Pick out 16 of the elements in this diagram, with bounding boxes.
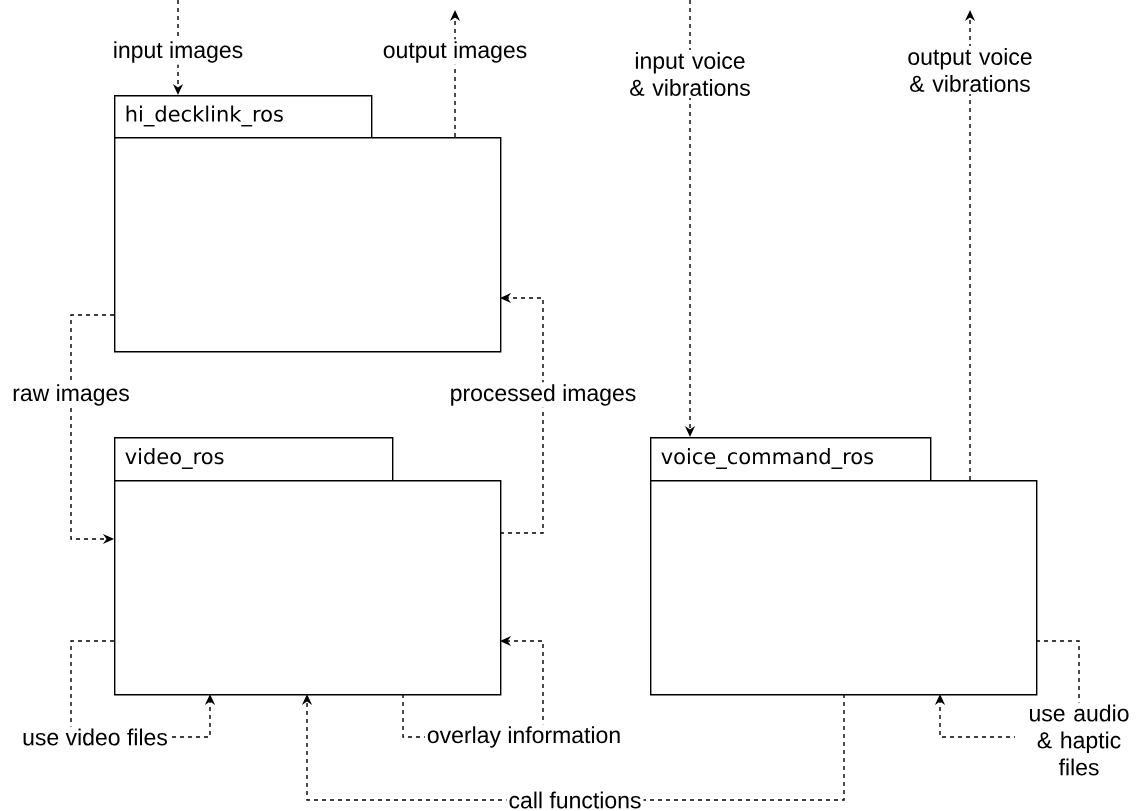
- edge-label: raw images: [10, 382, 132, 408]
- edge-label: input images: [110, 39, 246, 65]
- edge-label: input voice & vibrations: [620, 50, 760, 98]
- edge-label: output voice & vibrations: [896, 46, 1044, 94]
- edge-label: overlay information: [424, 724, 624, 750]
- edge-label: processed images: [447, 382, 639, 408]
- edge-label: use video files: [20, 726, 170, 748]
- edge-label: use audio & haptic files: [1015, 702, 1143, 778]
- edge-label: output images: [380, 39, 530, 65]
- node-label: voice_command_ros: [661, 448, 874, 469]
- node-label: video_ros: [125, 448, 224, 469]
- package-box: voice_command_ros: [650, 437, 1038, 696]
- package-box: hi_decklink_ros: [114, 95, 502, 353]
- edge-label: call functions: [506, 789, 644, 811]
- package-box: video_ros: [114, 437, 502, 696]
- node-label: hi_decklink_ros: [126, 105, 283, 127]
